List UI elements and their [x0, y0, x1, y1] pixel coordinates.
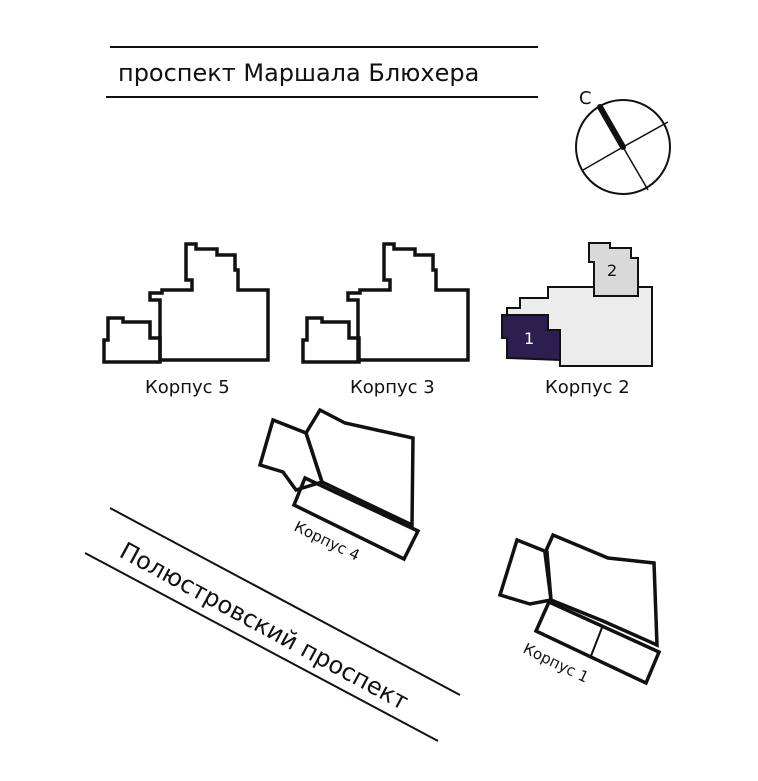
building-label: Корпус 2 — [545, 377, 630, 398]
section-2-label: 2 — [607, 261, 617, 280]
compass-north-label: С — [579, 88, 592, 109]
korpus-2-section-2 — [588, 242, 639, 297]
section-1-label: 1 — [524, 329, 534, 348]
diagonal-street-line-upper — [109, 507, 461, 696]
building-label: Корпус 5 — [145, 377, 230, 398]
building-korpus-1: Корпус 1 — [497, 532, 662, 687]
compass-icon: С — [575, 88, 671, 195]
building-korpus-4: Корпус 4 — [257, 407, 421, 565]
top-street-name: проспект Маршала Блюхера — [118, 59, 479, 87]
korpus-2-section-1 — [501, 314, 561, 362]
building-korpus-2: 2 1 Корпус 2 — [501, 242, 653, 398]
compass-north-needle — [597, 104, 626, 150]
building-label: Корпус 4 — [291, 517, 362, 564]
building-label: Корпус 3 — [350, 377, 435, 398]
building-korpus-5: Корпус 5 — [102, 242, 270, 398]
diagonal-street-line-lower — [84, 552, 439, 742]
building-label: Корпус 1 — [520, 639, 591, 686]
diagonal-street-name: Полюстровский проспект — [115, 537, 413, 716]
building-korpus-3: Корпус 3 — [301, 242, 470, 398]
